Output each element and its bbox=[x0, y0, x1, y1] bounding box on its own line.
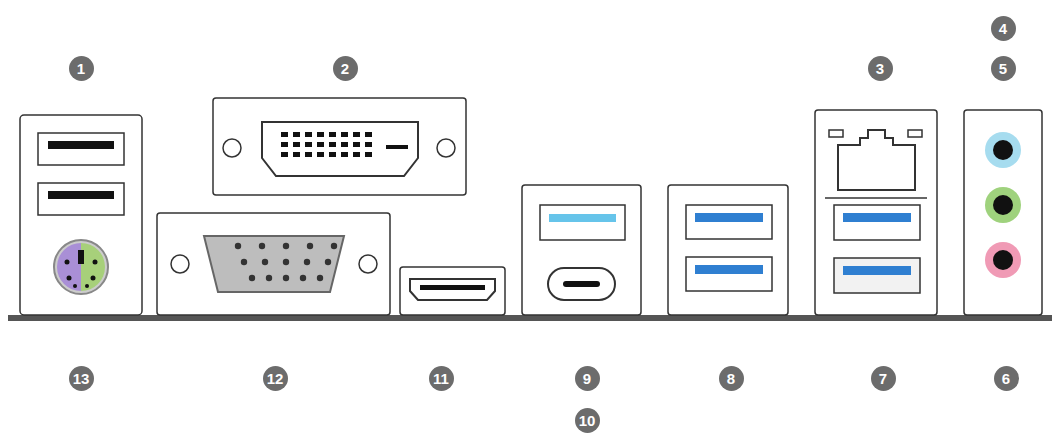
callout-number: 13 bbox=[69, 366, 94, 391]
callout-number: 11 bbox=[429, 366, 454, 391]
callout-number: 1 bbox=[69, 56, 94, 81]
callout-number: 10 bbox=[575, 408, 600, 433]
usb-ps2-group bbox=[20, 115, 142, 315]
callout-number: 2 bbox=[333, 56, 358, 81]
hdmi-port bbox=[400, 267, 505, 315]
usb-pair bbox=[668, 185, 788, 315]
dvi-port bbox=[213, 98, 466, 195]
panel-base bbox=[8, 315, 1052, 321]
audio-jacks bbox=[964, 110, 1042, 315]
callout-number: 12 bbox=[263, 366, 288, 391]
callout-number: 4 bbox=[991, 16, 1016, 41]
callout-number: 3 bbox=[868, 56, 893, 81]
callout-number: 6 bbox=[994, 366, 1019, 391]
lan-usb-group bbox=[815, 110, 937, 315]
callout-number: 9 bbox=[575, 366, 600, 391]
vga-port bbox=[157, 213, 390, 315]
callout-number: 5 bbox=[991, 56, 1016, 81]
callout-number: 8 bbox=[719, 366, 744, 391]
callout-number: 7 bbox=[871, 366, 896, 391]
usb-typec-group bbox=[522, 185, 641, 315]
